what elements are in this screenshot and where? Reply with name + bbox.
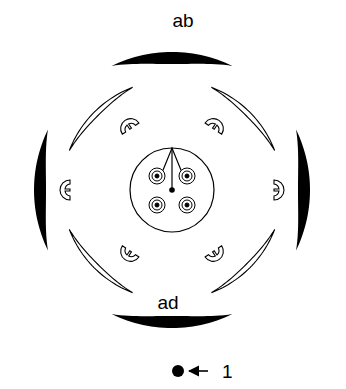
sepal [112, 314, 233, 328]
petal [69, 87, 132, 150]
callout-number: 1 [222, 362, 233, 381]
orientation-label: ad [157, 293, 178, 312]
stamen [117, 115, 139, 134]
stamen [205, 115, 227, 134]
sepal [296, 130, 310, 251]
petal [211, 87, 274, 150]
petal [211, 229, 274, 292]
stamen [274, 180, 284, 200]
sepal [112, 52, 233, 66]
sepal [34, 130, 48, 251]
stamen [205, 246, 227, 265]
stamen [117, 246, 139, 265]
gynoecium [130, 148, 214, 232]
leader-arrow [189, 370, 208, 372]
orientation-label: ab [172, 11, 193, 30]
stamen [60, 180, 70, 200]
petal [69, 229, 132, 292]
axis-dot [172, 365, 184, 377]
flower-whorls [34, 52, 310, 328]
